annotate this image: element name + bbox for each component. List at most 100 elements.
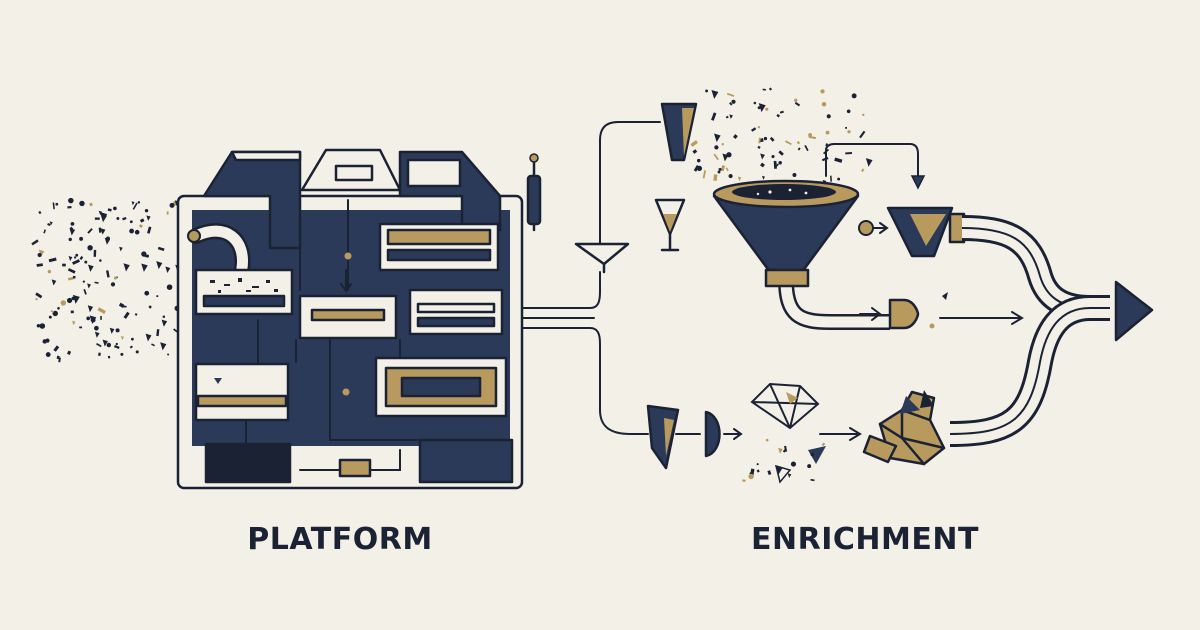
particle [830,175,832,182]
particle [113,206,117,211]
particle [116,217,120,220]
particle [725,167,729,172]
enrichment-label: ENRICHMENT [751,522,979,557]
particle [67,276,74,281]
particle [87,228,93,234]
particle [157,246,165,252]
particle [760,162,765,168]
particle [729,114,733,120]
particle [120,335,125,341]
particle [692,149,698,154]
particle [790,461,797,467]
particle [161,319,168,327]
particle [792,173,797,177]
particle [807,464,812,469]
particle [99,259,102,262]
particle [123,263,130,272]
particle [119,246,123,252]
particle [129,220,133,224]
particle [60,300,66,306]
particle [810,452,815,457]
particle [52,202,55,210]
particle [778,150,784,156]
particle [775,163,779,167]
particle [37,253,42,258]
particle [765,438,769,442]
particle [758,137,761,144]
particle [165,266,171,273]
particle [778,161,782,165]
particle [106,270,110,278]
particle [100,228,106,235]
particle [98,227,102,233]
particle [53,345,60,352]
particle [45,352,51,357]
crystal-particles [742,438,826,482]
particle [123,311,130,319]
particle [758,103,766,113]
particle [160,342,167,351]
particle [144,290,150,296]
particle [804,144,809,152]
particle [145,254,150,258]
particle [94,217,100,220]
particle [39,323,46,329]
particle [73,256,77,259]
funnel-icon [712,179,860,288]
particle [702,170,707,179]
particle [693,165,700,172]
particle [823,148,829,155]
particle [139,218,145,223]
particle [106,236,110,241]
particle [713,153,719,161]
particle [43,229,46,234]
particle [79,236,84,241]
particle [820,89,825,94]
particle [167,353,170,356]
particle [48,315,52,319]
particle [79,255,84,260]
particle [837,177,841,181]
particle [113,276,117,280]
particle [94,331,100,338]
particle [762,175,766,180]
particle [62,263,66,267]
particle [822,179,827,185]
particle [68,237,72,242]
particle [765,107,769,111]
particle [82,280,86,283]
particle [808,135,817,140]
particle [115,328,120,333]
funnel-particles [690,87,873,185]
particle [97,307,106,314]
particle [147,226,152,234]
particle [129,228,135,234]
particle [794,101,801,107]
particle [162,315,166,319]
particle [768,87,773,91]
particle [851,93,857,99]
arrow-head-icon [1114,280,1154,342]
particle [825,143,829,147]
particle [861,168,865,173]
particle [96,343,102,348]
particle [717,170,721,174]
crystal-icon [646,382,862,484]
particle [696,158,701,163]
particle [129,345,133,349]
particle [100,315,102,320]
particle [84,260,88,264]
flow-lines [521,102,1154,447]
particle [778,447,783,454]
particle [36,263,43,267]
particle [109,327,115,334]
particle [846,109,851,114]
particle [36,324,41,328]
particle [757,106,761,110]
particle [94,325,99,331]
particle [705,89,708,93]
platform-label: PLATFORM [247,522,433,557]
particle [776,466,783,475]
particle [110,282,116,287]
